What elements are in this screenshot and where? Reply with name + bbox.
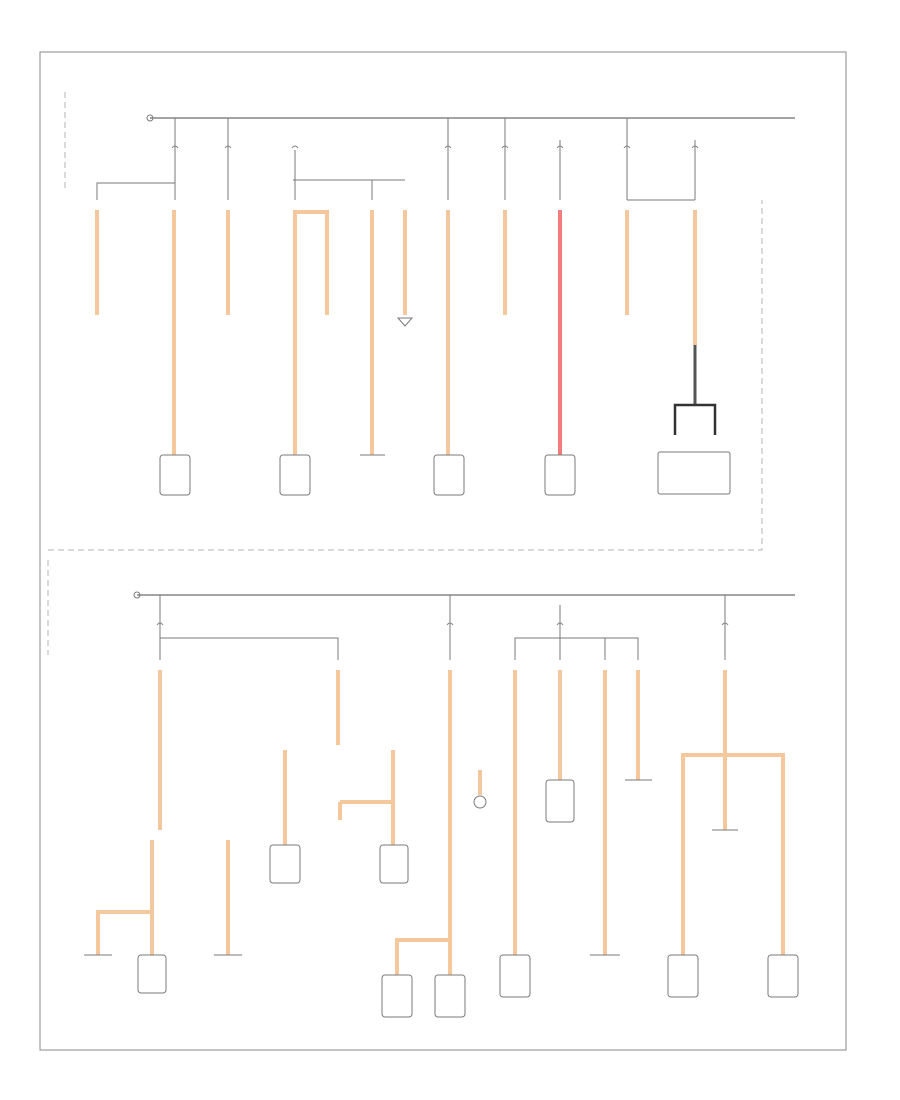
- section-boundary-middle: [48, 200, 763, 551]
- branch-jumper: [96, 182, 175, 200]
- top-section: [95, 114, 795, 496]
- wire-circuit: [725, 753, 785, 955]
- lamp-icon: [473, 795, 487, 809]
- fuse-symbols: [171, 145, 699, 149]
- ground-icon: [396, 317, 414, 327]
- component-box: [667, 954, 699, 998]
- component-box: [379, 844, 409, 884]
- component-box: [433, 454, 465, 496]
- branch-jumper: [514, 637, 639, 660]
- bottom-section: [84, 591, 799, 1018]
- wire-circuit: [681, 753, 725, 955]
- diagram-frame: [39, 51, 847, 1051]
- component-box: [767, 954, 799, 998]
- component-box: [434, 974, 466, 1018]
- component-box: [499, 954, 531, 998]
- component-box: [544, 454, 576, 496]
- component-box: [657, 451, 731, 495]
- component-box: [545, 779, 575, 823]
- component-box: [279, 454, 311, 496]
- branch-jumper: [160, 637, 339, 660]
- component-box: [159, 454, 191, 496]
- fuse-symbols: [156, 622, 729, 626]
- component-box: [381, 974, 413, 1018]
- component-box: [137, 954, 167, 994]
- wire-circuit: [395, 938, 450, 975]
- bus-terminal: [146, 114, 154, 122]
- relay-icon: [673, 403, 717, 435]
- wire-circuit: [297, 210, 329, 315]
- component-box: [269, 844, 301, 884]
- bus-terminal: [133, 591, 141, 599]
